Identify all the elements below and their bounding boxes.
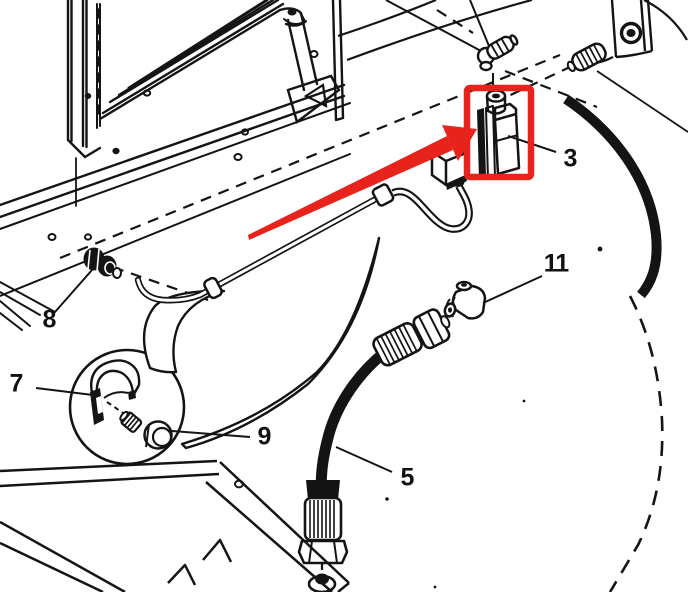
frame-structure	[0, 0, 351, 331]
right-hose-arc	[563, 94, 664, 592]
leader-lines	[35, 0, 557, 473]
valve-part-3	[430, 73, 521, 190]
balloon-tail-right	[180, 236, 381, 450]
elbow-fitting-top	[476, 34, 519, 72]
callout-3: 3	[563, 144, 578, 173]
callout-8: 8	[42, 305, 57, 334]
callout-9: 9	[257, 422, 272, 451]
callout-11: 11	[543, 249, 569, 278]
leader-7	[35, 387, 94, 396]
callout-5: 5	[400, 463, 415, 492]
tube-ferrule	[371, 183, 395, 207]
clamp-part-7	[90, 359, 141, 425]
fitting-8	[47, 233, 122, 279]
support-leg	[0, 459, 350, 592]
balloon-tail-upper	[142, 289, 226, 374]
leader-5	[335, 446, 393, 473]
leader-9	[171, 430, 251, 438]
steel-tube	[134, 183, 395, 304]
hose-fitting-upper	[372, 308, 451, 367]
ribbed-fitting-top-right	[566, 42, 607, 73]
leader-11	[482, 275, 543, 304]
highlight-arrow-head	[442, 125, 477, 161]
detail-area-curves	[337, 0, 688, 133]
speckles	[385, 246, 603, 589]
hose-part-5	[297, 308, 451, 592]
bolt-part-9	[106, 401, 173, 450]
tube-clamp-ring	[203, 276, 223, 300]
valve-body	[493, 112, 521, 176]
elbow-fitting-11	[443, 280, 487, 320]
leader-8	[54, 269, 93, 313]
hidden-hose-dashed	[608, 295, 664, 592]
highlight-arrow-shaft	[248, 136, 453, 240]
callout-7: 7	[9, 369, 24, 398]
highlight-overlay	[248, 84, 535, 240]
